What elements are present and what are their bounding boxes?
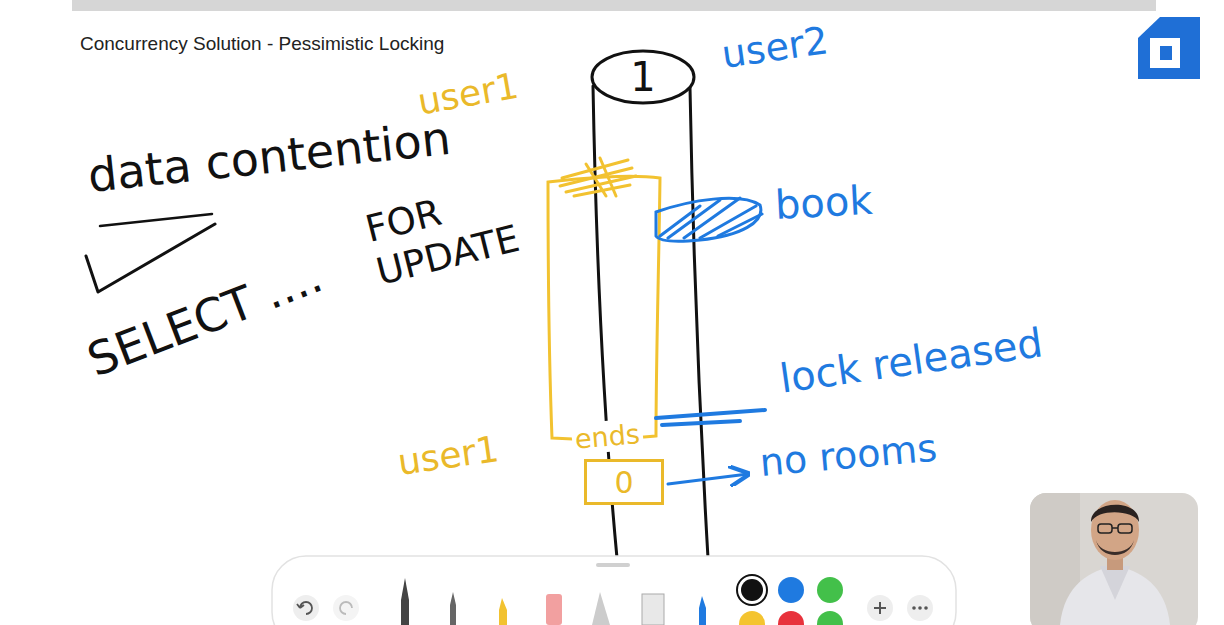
user2-book-scribble xyxy=(656,198,762,241)
handwritten-label: book xyxy=(774,177,874,228)
leader-arrow xyxy=(668,474,748,484)
handwritten-label: user2 xyxy=(719,19,831,77)
logo xyxy=(1138,17,1200,79)
top-bar xyxy=(72,0,1156,11)
node-text: 0 xyxy=(614,466,633,499)
handwritten-label: user1 xyxy=(395,428,501,483)
handwritten-label: lock released xyxy=(777,319,1046,401)
underline xyxy=(100,214,212,226)
user1-lock xyxy=(548,158,660,439)
node-text: 1 xyxy=(630,55,655,99)
lock-released-line xyxy=(656,410,765,425)
drawing-toolbar xyxy=(272,556,956,625)
slide-title: Concurrency Solution - Pessimistic Locki… xyxy=(80,33,444,55)
handwritten-label: SELECT .... xyxy=(81,249,330,387)
box-shape xyxy=(586,461,663,504)
column-top-ellipse: 1 xyxy=(590,49,696,105)
check-mark xyxy=(86,224,215,292)
handwritten-label: no rooms xyxy=(758,427,939,486)
count-box: 0 xyxy=(584,459,664,505)
presenter-webcam xyxy=(1030,493,1198,625)
handwritten-label: ends xyxy=(571,418,644,455)
handwritten-label: FOR UPDATE xyxy=(361,167,552,295)
ellipse-shape xyxy=(592,51,694,103)
handwritten-label: data contention xyxy=(85,112,453,203)
